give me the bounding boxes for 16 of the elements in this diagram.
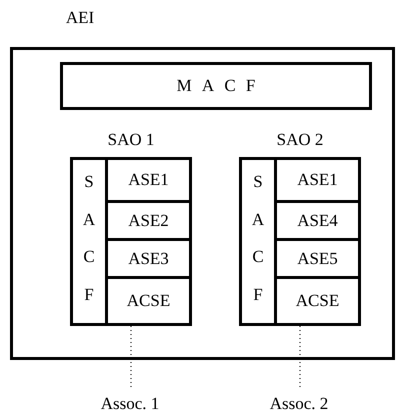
label-box: MACF: [60, 62, 372, 110]
caption-text: Assoc. 2: [249, 394, 349, 414]
table-cell: ASE5: [277, 241, 358, 279]
letter-column: S A C F: [251, 163, 265, 313]
table-cell: ACSE: [277, 279, 358, 323]
box-heading: SAO 1: [106, 130, 156, 150]
table-cell: ASE3: [108, 241, 189, 279]
table-cell: ASE2: [108, 203, 189, 241]
frame-heading: AEI: [64, 8, 96, 28]
table-cell: ACSE: [108, 279, 189, 323]
table-cell: ASE1: [277, 160, 358, 203]
table-cell: ASE1: [108, 160, 189, 203]
box-heading: SAO 2: [276, 130, 324, 150]
caption-text: Assoc. 1: [80, 394, 180, 414]
letter-column: S A C F: [82, 163, 96, 313]
table-cell: ASE4: [277, 203, 358, 241]
